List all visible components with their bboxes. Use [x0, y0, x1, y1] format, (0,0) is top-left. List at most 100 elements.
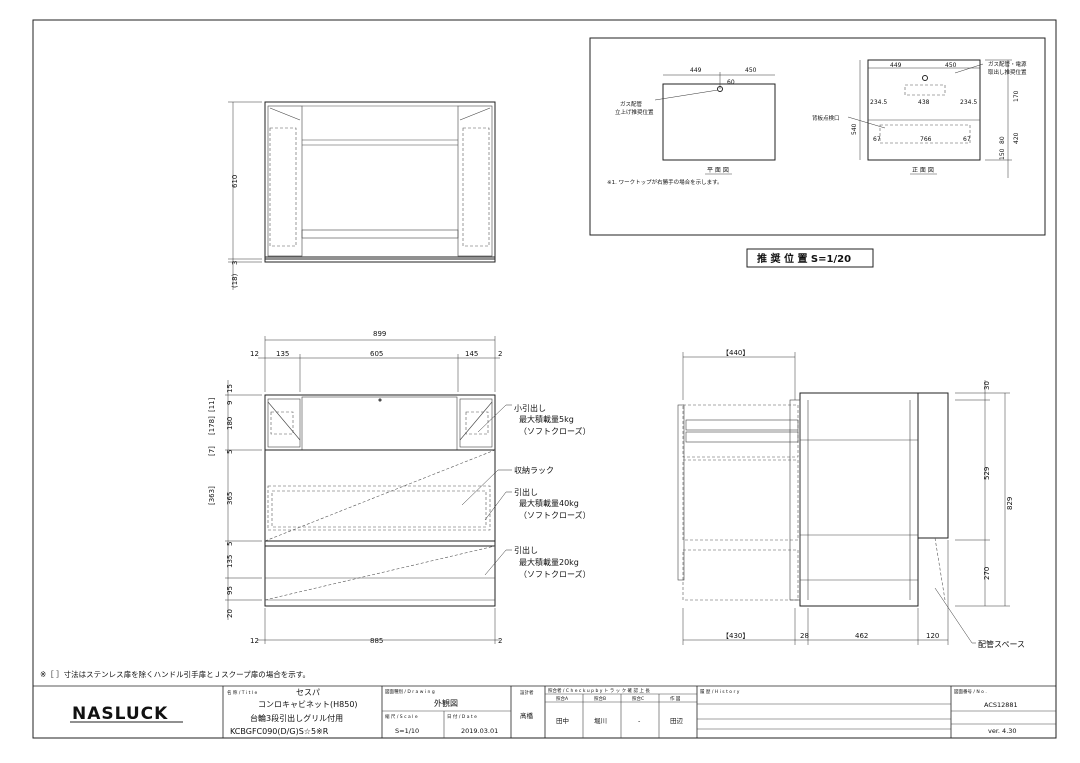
rack-label: 収納ラック [514, 465, 554, 475]
side-dim-829: 829 [1006, 497, 1014, 510]
front-bottom-12: 12 [250, 637, 259, 645]
front-h-363: [363] [208, 486, 216, 505]
front-dim-540: 540 [851, 123, 858, 135]
drafter-name: 田辺 [670, 717, 684, 725]
recommend-footnote: ※1. ワークトップが右勝手の場合を示します。 [607, 178, 723, 186]
scale-head: 縮 尺 / S c a l e [385, 713, 418, 720]
checker-head: 照合者 / C h e c k u p b y ト ラ ッ ク 確 認 上 長 [548, 687, 650, 694]
recommend-caption-box [746, 248, 874, 268]
drawer-1-soft-close: （ソフトクローズ） [519, 510, 591, 520]
check-c-head: 照合C [632, 695, 644, 702]
drawing-type-head: 図面種別 / D r a w i n g [385, 688, 435, 695]
side-dim-430: 【430】 [722, 632, 749, 640]
front-dim-766: 766 [920, 136, 932, 143]
front-h-178: [178] [208, 416, 216, 435]
drawer-2-label: 引出し [514, 545, 538, 555]
front-h-20: 20 [226, 609, 234, 618]
front-dim-80: 80 [999, 136, 1006, 144]
front-h-7: [7] [208, 446, 216, 456]
side-dim-462: 462 [855, 632, 868, 640]
plan-dim-450: 450 [745, 67, 757, 74]
front-h-180: 180 [226, 417, 234, 430]
back-opening-label: 背板点検口 [812, 114, 840, 122]
side-dim-529: 529 [983, 467, 991, 480]
product-name: セスパ [296, 688, 320, 697]
check-a-name: 田中 [556, 716, 569, 725]
drawer-1-load: 最大積載量40kg [519, 498, 579, 508]
product-line-1: コンロキャビネット(H850) [258, 700, 358, 709]
side-dim-440: 【440】 [722, 349, 749, 357]
front-dim-450: 450 [945, 62, 957, 69]
front-width-605: 605 [370, 350, 383, 358]
front-width-2: 2 [498, 350, 502, 358]
top-dim-3: 3 [231, 261, 239, 265]
front-dim-67-right: 67 [963, 136, 971, 143]
drawer-2-soft-close: （ソフトクローズ） [519, 569, 591, 579]
plan-dim-60: 60 [727, 79, 735, 86]
scale-value: S=1/10 [395, 727, 419, 735]
drawer-2-load: 最大積載量20kg [519, 557, 579, 567]
front-view: 899 12 135 605 145 2 12 885 2 15 9 [11] … [208, 330, 512, 645]
front-width-899: 899 [373, 330, 386, 338]
front-dim-449: 449 [890, 62, 902, 69]
sheet-frame [32, 19, 1057, 739]
pipe-space-label: 配管スペース [978, 639, 1025, 649]
plan-dim-449: 449 [690, 67, 702, 74]
side-view: 【440】 【430】 28 462 120 30 529 270 829 [677, 349, 1014, 645]
bracket-note: ※［ ］寸法はステンレス扉を除くハンドル引手扉とＪスクープ扉の場合を示す。 [40, 669, 310, 679]
front-h-9: 9 [226, 401, 234, 405]
front-dim-170: 170 [1013, 90, 1020, 102]
front-bottom-885: 885 [370, 637, 383, 645]
front-bottom-2: 2 [498, 637, 502, 645]
number-head: 図面番号 / N o . [954, 688, 987, 695]
drawing-version: ver. 4.30 [988, 727, 1017, 735]
recommend-front-view: 449 450 234.5 438 234.5 67 766 67 540 17… [812, 59, 1027, 178]
gas-rise-label-2: 立上げ推奨位置 [615, 108, 654, 116]
date-value: 2019.03.01 [461, 727, 498, 735]
top-view: 610 3 (18) [228, 101, 496, 290]
gas-power-label-2: 取出し推奨位置 [988, 68, 1027, 76]
title-name-head: 名 称 / T i t l e [227, 689, 258, 696]
designer-head: 設計者 [520, 689, 534, 696]
drawer-1-label: 引出し [514, 487, 538, 497]
small-drawer-label: 小引出し [514, 403, 546, 413]
drawing-type: 外観図 [434, 698, 458, 708]
top-dim-18: (18) [231, 273, 239, 288]
front-width-12: 12 [250, 350, 259, 358]
front-dim-234-5-right: 234.5 [960, 99, 977, 106]
front-width-145: 145 [465, 350, 478, 358]
front-h-11: [11] [208, 397, 216, 412]
front-dim-420: 420 [1013, 132, 1020, 144]
title-block [33, 685, 1056, 738]
drawing-number: ACS12881 [984, 701, 1018, 709]
gas-power-label-1: ガス配管・電源 [988, 60, 1027, 68]
history-head: 履 歴 / H i s t o r y [700, 689, 740, 695]
check-a-head: 照合A [556, 695, 569, 702]
front-h-15: 15 [226, 384, 234, 393]
check-b-head: 照合B [594, 695, 606, 702]
front-width-135: 135 [276, 350, 289, 358]
top-dim-610: 610 [231, 175, 239, 188]
front-h-5a: 5 [226, 450, 234, 454]
side-dim-120: 120 [926, 632, 939, 640]
recommend-caption: 推 奨 位 置 S=1/20 [757, 252, 851, 265]
front-dim-67-left: 67 [873, 136, 881, 143]
side-dim-30: 30 [983, 381, 991, 390]
front-h-135: 135 [226, 555, 234, 568]
front-dim-234-5-left: 234.5 [870, 99, 887, 106]
front-h-5b: 5 [226, 542, 234, 546]
side-dim-28: 28 [800, 632, 809, 640]
plan-view: 449 450 60 ガス配管 立上げ推奨位置 平 面 図 ※1. ワークトップ… [607, 67, 776, 186]
small-drawer-load: 最大積載量5kg [519, 414, 574, 424]
designer-name: 髙橋 [520, 711, 534, 720]
recommend-box: 449 450 60 ガス配管 立上げ推奨位置 平 面 図 ※1. ワークトップ… [589, 37, 1046, 236]
front-dim-150: 150 [999, 148, 1006, 160]
product-line-2: 台輪3段引出しグリル付用 [250, 713, 343, 723]
gas-rise-label-1: ガス配管 [620, 100, 643, 108]
plan-view-label: 平 面 図 [707, 167, 729, 174]
product-line-3: KCBGFC090(D/G)S☆5※R [230, 727, 329, 736]
front-dim-438: 438 [918, 99, 930, 106]
front-h-365: 365 [226, 492, 234, 505]
front-view-label: 正 面 図 [912, 167, 934, 174]
